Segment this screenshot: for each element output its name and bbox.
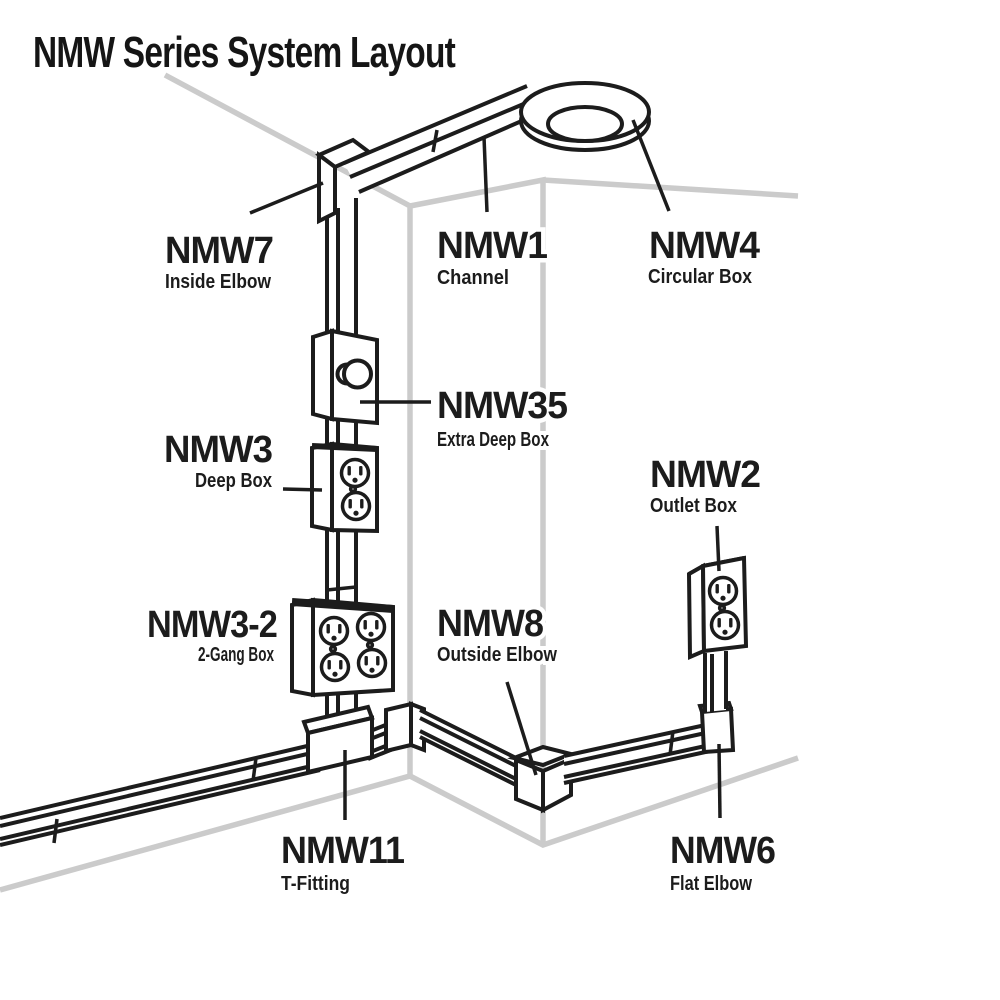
channel-joint-tick	[326, 585, 357, 592]
part-name: Extra Deep Box	[437, 429, 549, 451]
leader-nmw3	[282, 487, 323, 492]
label-nmw8: NMW8 Outside Elbow	[433, 599, 562, 671]
part-name: 2-Gang Box	[198, 644, 274, 666]
label-nmw1: NMW1 Channel	[433, 221, 554, 294]
baseboard-channel-middle-drawing	[419, 708, 529, 793]
label-nmw7: NMW7 Inside Elbow	[161, 226, 279, 298]
part-code: NMW3-2	[147, 604, 277, 646]
circular-box-drawing	[519, 81, 651, 152]
extra-deep-box-drawing	[311, 328, 379, 426]
leader-nmw1	[482, 136, 489, 213]
room-outline	[0, 72, 799, 893]
label-nmw2: NMW2 Outlet Box	[646, 450, 766, 522]
label-nmw11: NMW11 T-Fitting	[277, 826, 411, 900]
outlet-box-drawing	[686, 555, 749, 661]
part-code: NMW8	[437, 603, 543, 645]
part-code: NMW4	[649, 225, 760, 267]
leader-nmw7	[249, 181, 324, 215]
leader-nmw8	[505, 681, 538, 776]
deep-box-drawing	[310, 441, 379, 534]
part-code: NMW2	[650, 454, 760, 496]
baseboard-channel-left-drawing	[0, 741, 321, 847]
part-code: NMW35	[437, 385, 568, 427]
label-nmw4: NMW4 Circular Box	[644, 221, 765, 293]
part-name: Outside Elbow	[437, 644, 557, 666]
wall-corner-elbow-drawing	[384, 701, 426, 754]
two-gang-box-drawing	[290, 597, 395, 698]
page-title: NMW Series System Layout	[33, 28, 456, 77]
label-nmw35: NMW35 Extra Deep Box	[433, 381, 574, 456]
part-name: Channel	[437, 267, 509, 289]
part-code: NMW11	[281, 830, 405, 872]
right-ceiling-line	[542, 177, 799, 199]
floor-line	[0, 755, 799, 893]
outside-elbow-drawing	[507, 744, 578, 814]
t-fitting-drawing	[301, 704, 375, 775]
leader-nmw2	[715, 525, 721, 572]
part-name: Outlet Box	[650, 495, 737, 517]
part-name: Inside Elbow	[165, 271, 271, 293]
part-code: NMW1	[437, 225, 548, 267]
part-code: NMW3	[164, 429, 272, 471]
outlet-feed-channel-drawing	[703, 650, 728, 712]
leader-lines	[249, 119, 722, 820]
part-name: T-Fitting	[281, 873, 350, 895]
part-name: Circular Box	[648, 266, 752, 288]
label-nmw3: NMW3 Deep Box	[160, 425, 278, 497]
part-code: NMW7	[165, 230, 273, 272]
channel-joint-tick	[668, 730, 675, 756]
part-name: Deep Box	[195, 470, 272, 492]
part-code: NMW6	[670, 830, 775, 872]
channel-joint-tick	[251, 757, 258, 782]
channel-joint-tick	[52, 818, 59, 844]
leader-nmw6	[717, 743, 722, 819]
label-nmw3-2: NMW3-2 2-Gang Box	[143, 600, 283, 671]
baseboard-channel-right-drawing	[563, 722, 711, 785]
channel-joint-tick	[431, 129, 439, 153]
ceiling-channel-drawing	[343, 84, 541, 194]
label-nmw6: NMW6 Flat Elbow	[666, 826, 781, 900]
leader-nmw4	[631, 119, 671, 212]
part-name: Flat Elbow	[670, 873, 752, 895]
inside-elbow-drawing	[315, 137, 373, 225]
